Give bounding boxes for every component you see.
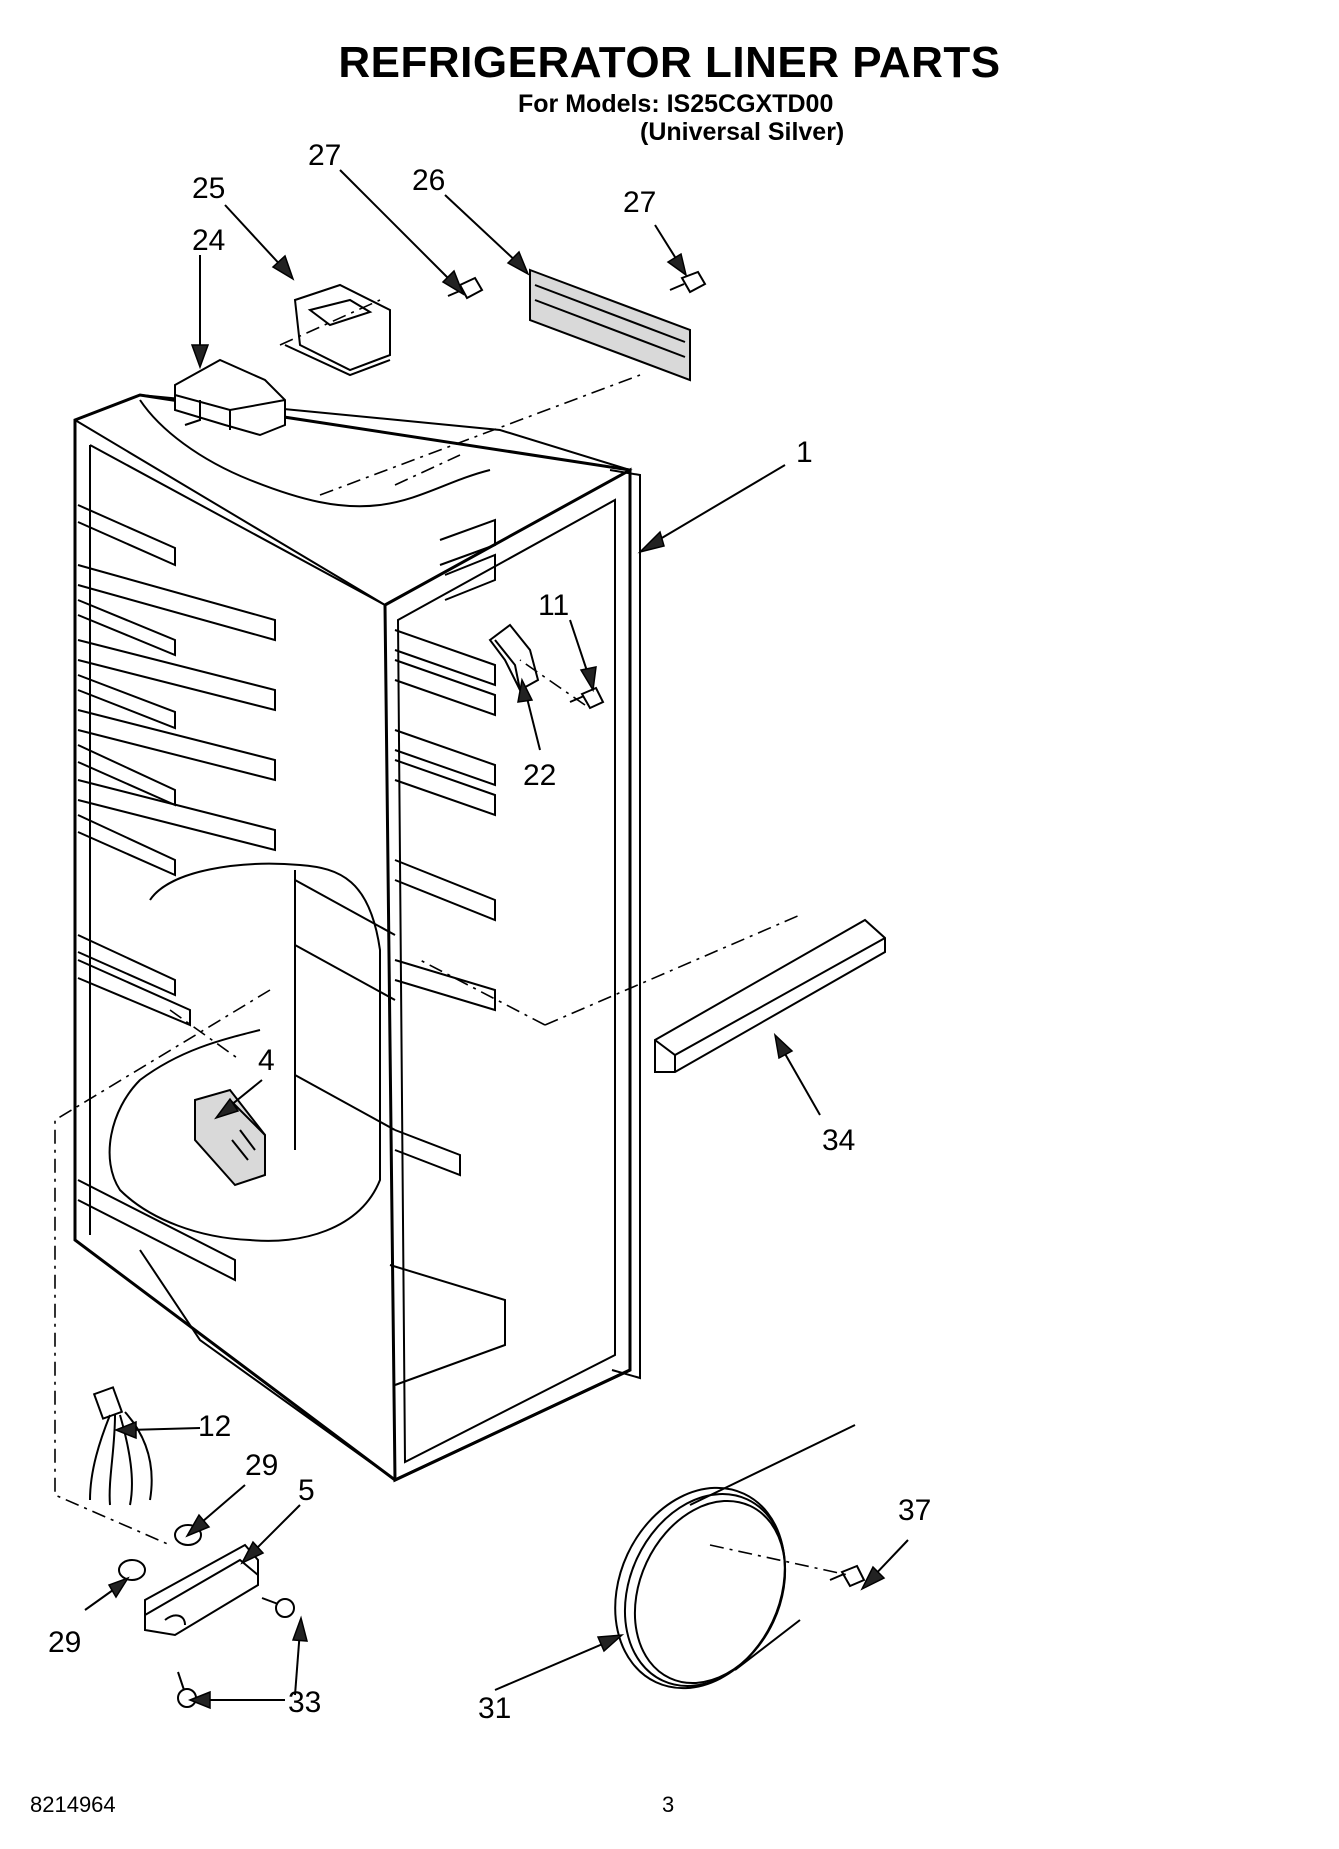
part-5-lamp-housing [144, 1543, 259, 1637]
callout-27-right: 27 [623, 186, 656, 219]
callout-29-bottom: 29 [48, 1626, 81, 1659]
left-shelf-rails [77, 504, 276, 1282]
part-11-screw [569, 686, 605, 710]
callout-labels: 1 4 5 11 12 22 24 25 26 27 27 29 29 31 3… [48, 139, 931, 1725]
callout-37: 37 [898, 1494, 931, 1527]
callout-29-top: 29 [245, 1449, 278, 1482]
liner-cabinet [73, 393, 641, 1483]
part-27-screws [447, 270, 707, 300]
callout-33: 33 [288, 1686, 321, 1719]
callout-11: 11 [538, 589, 569, 622]
callout-34: 34 [822, 1124, 855, 1157]
callout-1: 1 [796, 436, 813, 469]
part-12-harness [89, 1386, 153, 1506]
part-24-control-housing [174, 358, 286, 437]
part-37-screw [829, 1564, 866, 1588]
leader-arrows [84, 169, 909, 1710]
connector-lines [54, 299, 849, 1576]
callout-27-top: 27 [308, 139, 341, 172]
callout-22: 22 [523, 759, 556, 792]
callout-4: 4 [258, 1044, 275, 1077]
callout-26: 26 [412, 164, 445, 197]
part-31-tubing [614, 1424, 856, 1690]
part-34-cover [654, 918, 886, 1073]
part-33-bulbs [177, 1597, 295, 1708]
callout-5: 5 [298, 1474, 315, 1507]
callout-25: 25 [192, 172, 225, 205]
right-shelf-rails [394, 518, 496, 1177]
document-number: 8214964 [30, 1792, 116, 1817]
callout-12: 12 [198, 1410, 231, 1443]
callout-24: 24 [192, 224, 225, 257]
callout-31: 31 [478, 1692, 511, 1725]
part-22-bracket [488, 623, 540, 692]
part-26-strip [529, 268, 691, 382]
page-number: 3 [662, 1792, 675, 1817]
model-number: For Models: IS25CGXTD00 [518, 90, 834, 118]
model-variant: (Universal Silver) [640, 118, 845, 146]
page-title: REFRIGERATOR LINER PARTS [338, 38, 1001, 87]
part-4-switch [194, 1088, 266, 1187]
part-25-bracket [284, 283, 391, 377]
